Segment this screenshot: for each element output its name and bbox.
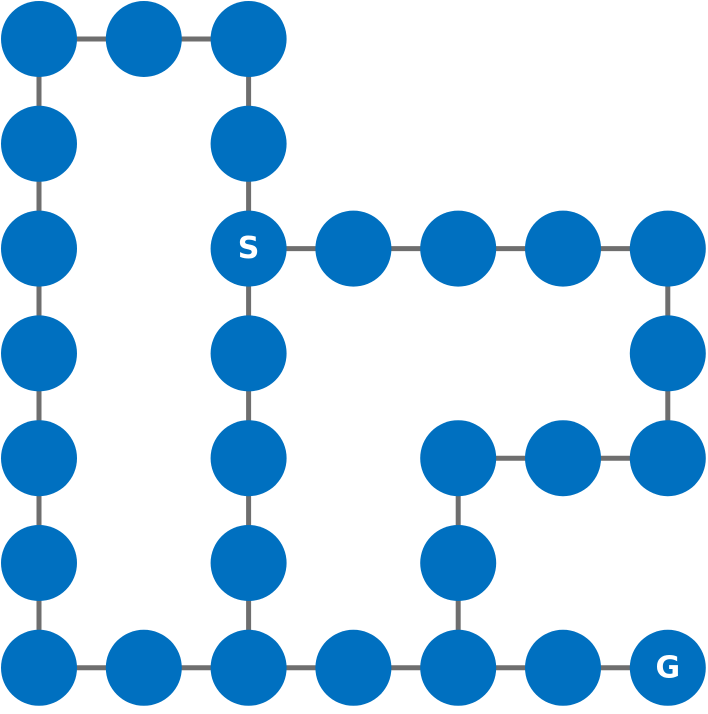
node-n46 <box>629 420 706 497</box>
node-n26 <box>629 210 706 287</box>
node-n65 <box>525 629 601 706</box>
node-circle <box>629 315 706 392</box>
node-circle <box>210 315 287 392</box>
node-n30 <box>1 315 77 392</box>
node-circle <box>210 525 287 601</box>
node-circle <box>1 525 77 601</box>
node-n00 <box>1 1 77 77</box>
node-circle <box>525 629 601 706</box>
node-circle <box>315 629 392 706</box>
node-n66: G <box>629 629 706 706</box>
node-circle <box>420 629 497 706</box>
node-circle <box>629 420 706 497</box>
node-n01 <box>105 1 182 77</box>
node-circle <box>420 420 497 497</box>
node-circle <box>629 210 706 287</box>
node-circle <box>1 1 77 77</box>
node-circle <box>210 420 287 497</box>
node-circle <box>1 315 77 392</box>
node-n64 <box>420 629 497 706</box>
node-n02 <box>210 1 287 77</box>
node-n42 <box>210 420 287 497</box>
node-circle <box>420 525 497 601</box>
node-n50 <box>1 525 77 601</box>
node-n62 <box>210 629 287 706</box>
node-n25 <box>525 210 601 287</box>
node-n12 <box>210 105 287 182</box>
node-circle <box>1 629 77 706</box>
node-n32 <box>210 315 287 392</box>
node-circle <box>420 210 497 287</box>
node-n54 <box>420 525 497 601</box>
node-n40 <box>1 420 77 497</box>
node-n22: S <box>210 210 287 287</box>
node-circle <box>1 105 77 182</box>
node-n45 <box>525 420 601 497</box>
node-n44 <box>420 420 497 497</box>
node-circle <box>210 210 287 287</box>
node-circle <box>1 210 77 287</box>
node-n52 <box>210 525 287 601</box>
edge-layer <box>36 36 671 671</box>
node-circle <box>210 1 287 77</box>
node-circle <box>210 629 287 706</box>
node-label: S <box>238 231 260 266</box>
node-circle <box>105 629 182 706</box>
node-circle <box>315 210 392 287</box>
node-circle <box>210 105 287 182</box>
node-label: G <box>655 650 680 685</box>
node-n10 <box>1 105 77 182</box>
node-n61 <box>105 629 182 706</box>
node-n36 <box>629 315 706 392</box>
node-circle <box>1 420 77 497</box>
node-circle <box>629 629 706 706</box>
node-circle <box>525 420 601 497</box>
node-n20 <box>1 210 77 287</box>
node-n60 <box>1 629 77 706</box>
node-circle <box>525 210 601 287</box>
node-n63 <box>315 629 392 706</box>
node-n24 <box>420 210 497 287</box>
node-circle <box>105 1 182 77</box>
node-n23 <box>315 210 392 287</box>
